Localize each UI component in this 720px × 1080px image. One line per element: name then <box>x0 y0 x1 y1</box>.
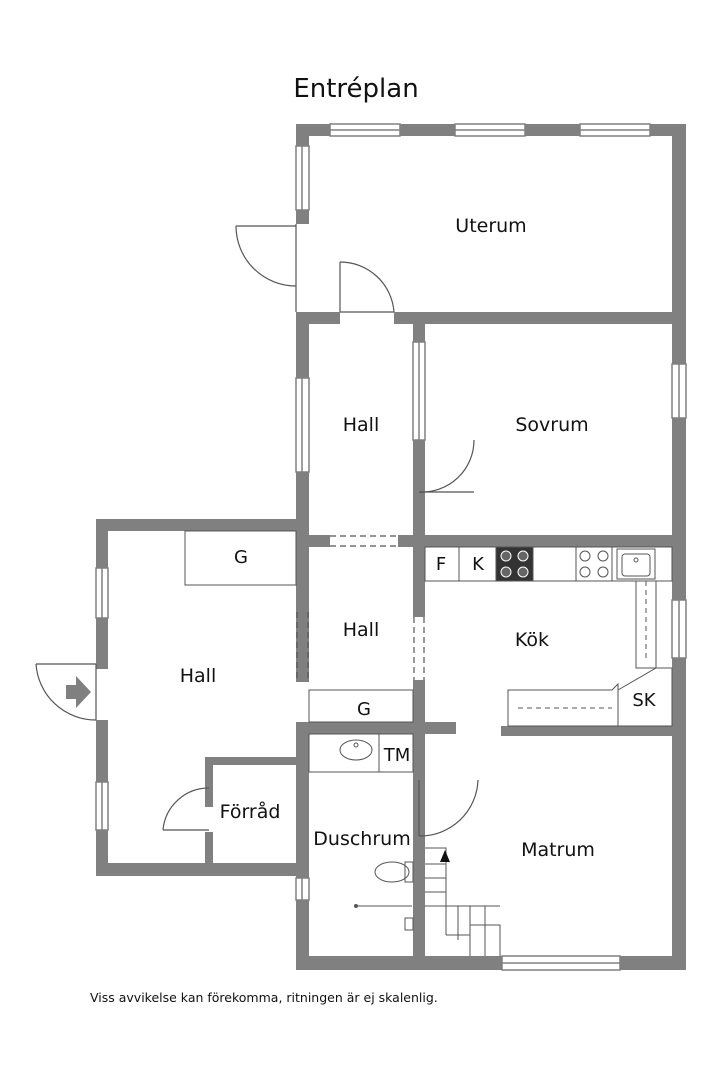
wall-uterum-bottom-r <box>394 312 686 324</box>
label-hall-mid: Hall <box>343 619 380 641</box>
wall-g-bottom <box>296 722 456 734</box>
windows <box>95 123 687 971</box>
label-fridge: F <box>436 554 446 575</box>
shower-head <box>404 917 414 931</box>
pantry-sk <box>617 667 673 727</box>
wall-hall-sovrum-a <box>413 312 425 342</box>
wall-forrad-left-a <box>205 757 213 807</box>
wall-uterum-bottom-l <box>296 312 340 324</box>
label-matrum: Matrum <box>521 839 595 861</box>
label-hall-left: Hall <box>180 665 217 687</box>
label-skafferi: SK <box>632 690 656 711</box>
label-forrad: Förråd <box>220 800 281 823</box>
wall-kok-matrum <box>501 726 686 736</box>
label-tvattmaskin: TM <box>383 745 411 766</box>
wall-hall-divider-l <box>296 535 330 547</box>
wall-bottom <box>296 956 686 970</box>
wall-dusch-matrum <box>413 780 425 970</box>
kitchen-counter <box>424 546 673 582</box>
label-uterum: Uterum <box>455 215 526 237</box>
toilet-bowl <box>374 861 410 883</box>
plan-title: Entréplan <box>293 74 418 104</box>
doors <box>35 224 479 837</box>
wall-hall-sovrum-b <box>413 440 425 548</box>
label-hall-top: Hall <box>343 414 380 436</box>
wall-left-lower <box>296 730 309 970</box>
label-kok: Kök <box>515 629 549 651</box>
kitchen-island <box>507 682 619 727</box>
closet-g-mid <box>308 689 414 723</box>
wall-sovrum-kok <box>413 535 686 547</box>
disclaimer: Viss avvikelse kan förekomma, ritningen … <box>90 990 438 1005</box>
bathroom-counter <box>308 733 414 773</box>
cooktop-2 <box>575 546 613 582</box>
closet-g-left <box>184 530 297 586</box>
wall-forrad-top <box>205 757 308 765</box>
fixtures <box>184 530 673 956</box>
label-freezer: K <box>472 554 485 575</box>
wall-forrad-left-b <box>205 832 213 872</box>
washbasin <box>339 739 373 761</box>
label-garderob-mid: G <box>357 699 371 720</box>
wall-left-mid <box>296 312 309 682</box>
wall-hallmid-kok-a <box>413 547 425 617</box>
toilet-tank <box>404 861 414 883</box>
label-garderob-left: G <box>234 547 248 568</box>
wall-annex-bottom <box>96 863 308 876</box>
wall-annex-top <box>96 519 308 531</box>
wall-hall-divider-r <box>398 535 425 547</box>
entrance-arrow-icon <box>66 676 91 708</box>
kitchen-sink <box>616 548 656 580</box>
stairs-arrow-icon <box>440 850 450 862</box>
cooktop <box>495 546 534 582</box>
kitchen-counter-right <box>635 581 657 669</box>
label-duschrum: Duschrum <box>313 828 410 850</box>
label-sovrum: Sovrum <box>515 414 588 436</box>
